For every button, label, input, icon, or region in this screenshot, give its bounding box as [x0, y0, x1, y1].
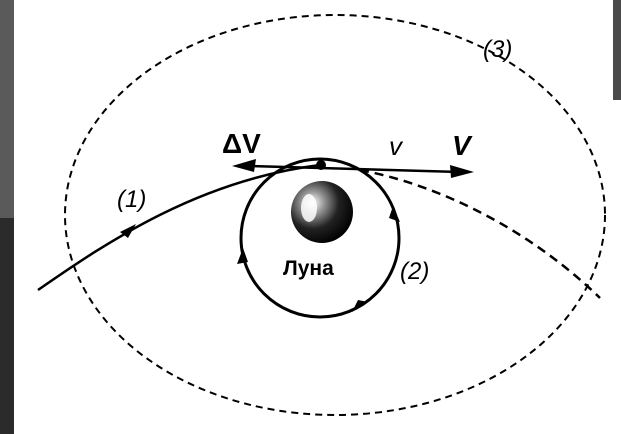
label-delta-v: ΔV [222, 128, 261, 159]
orbit-2-circle [239, 157, 401, 319]
orbit-3-ellipse [64, 14, 606, 416]
contact-point [316, 160, 326, 170]
label-small-v: v [389, 131, 404, 161]
trajectory-1-arrow [120, 224, 136, 238]
label-orbit-2: (2) [400, 258, 429, 285]
label-trajectory-3: (3) [483, 36, 512, 63]
label-big-v: V [452, 130, 473, 161]
delta-v-arrowhead [232, 159, 256, 172]
slide-bar-bottom [0, 218, 14, 434]
orbit-2-arrow-bottom [352, 300, 368, 312]
trajectory-1-dashed-continuation [359, 168, 601, 299]
tangent-line [249, 164, 461, 174]
label-trajectory-1: (1) [117, 186, 146, 213]
trajectory-1-path [37, 163, 321, 292]
orbit-2-arrow-right [389, 206, 400, 222]
slide-bar-top [0, 0, 14, 218]
slide-bar-right [613, 0, 621, 100]
moon-highlight [301, 194, 317, 222]
orbit-2-arrow-left [237, 248, 248, 264]
velocity-arrowhead [450, 165, 474, 178]
moon-icon [291, 181, 353, 243]
label-moon: Луна [283, 257, 334, 280]
